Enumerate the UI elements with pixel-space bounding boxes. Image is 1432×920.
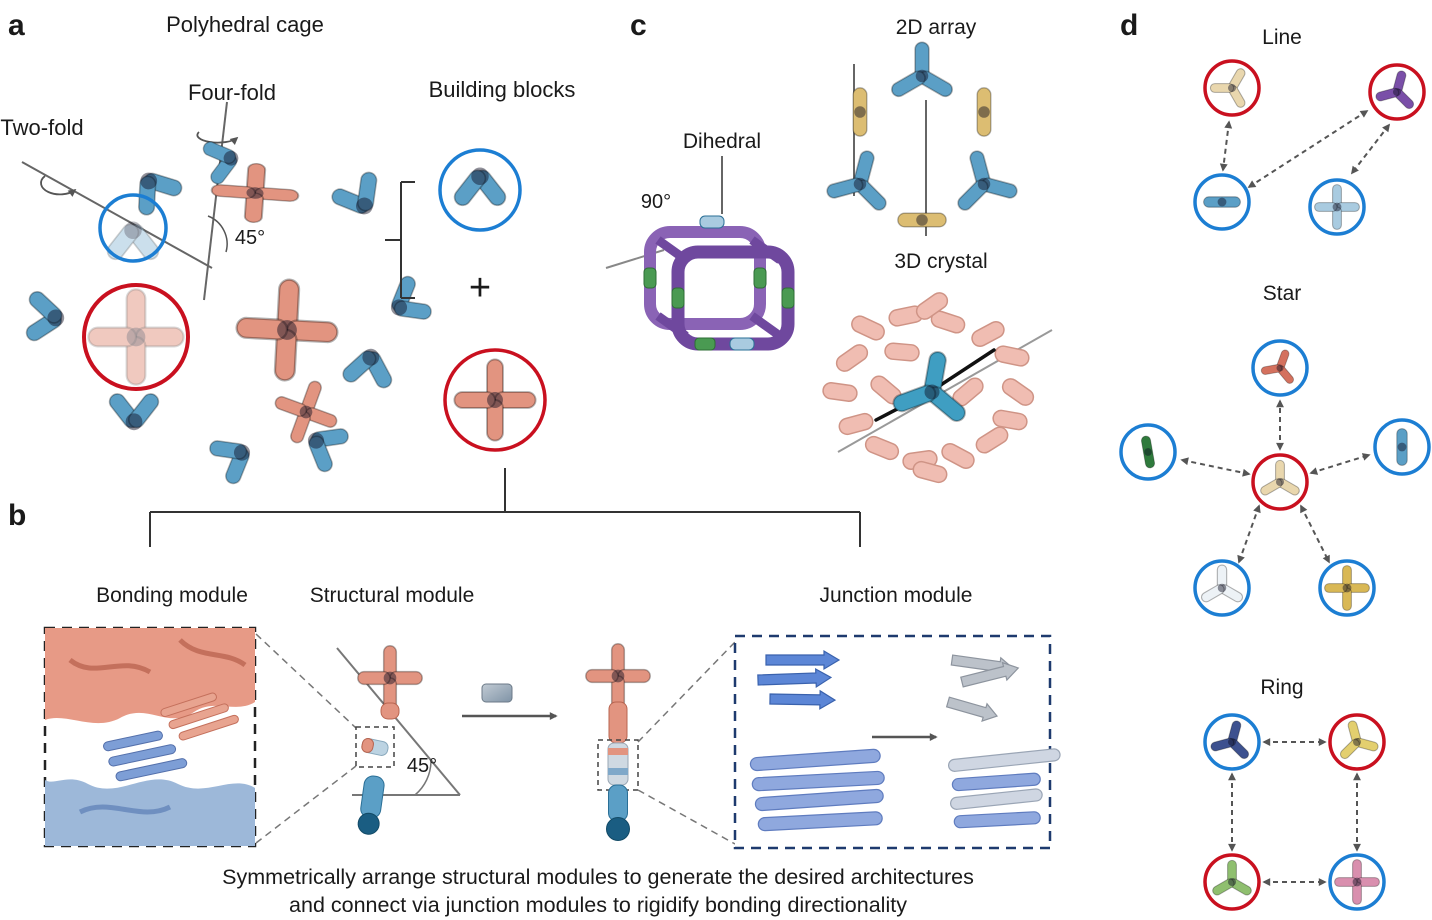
junction-block-icon — [481, 683, 513, 703]
blue-strands — [103, 730, 188, 782]
star-node-bottom-left — [1193, 559, 1251, 617]
panel-d-label: d — [1120, 9, 1138, 42]
yellow-connector-icon — [976, 87, 992, 137]
pink-cylinder-cluster — [822, 292, 1035, 484]
four-fold-label: Four-fold — [188, 80, 276, 105]
angle-arc — [207, 215, 228, 253]
star-center-node — [1251, 453, 1309, 511]
building-block-twofold-circle — [438, 148, 522, 232]
2d-array-illustration — [821, 41, 1023, 236]
ring-diagram — [1203, 713, 1386, 911]
blue-twofold-icon — [1203, 196, 1241, 208]
assembled-module-illustration — [585, 643, 651, 841]
3d-crystal-illustration — [822, 292, 1053, 484]
salmon-cross-icon — [232, 275, 342, 385]
panel-a-label: a — [8, 9, 25, 42]
ring-node-3 — [1203, 853, 1261, 911]
four-fold-axis — [203, 101, 228, 301]
blue-elbow-icon — [105, 389, 163, 432]
line-node-2 — [1368, 63, 1426, 121]
blue-twofold-icon — [1396, 428, 1408, 466]
yellow-connector-icon — [897, 212, 947, 228]
blue-elbow-icon — [202, 424, 264, 492]
star-node-left — [1119, 423, 1177, 481]
panel-a: a Polyhedral cage Four-fold Two-fold 45° — [0, 9, 861, 547]
four-fold-rotation-arrow-icon — [196, 131, 239, 146]
panel-b-label: b — [8, 499, 26, 532]
star-node-bottom-right — [1318, 559, 1376, 617]
red-highlight-circle — [82, 283, 190, 391]
dihedral-label: Dihedral — [683, 130, 761, 153]
panel-c: c 2D array Dihedral 90° — [605, 9, 1053, 484]
star-diagram — [1119, 339, 1431, 617]
building-blocks: Building blocks + — [385, 77, 576, 452]
cage-illustration — [21, 132, 439, 492]
ring-node-1 — [1203, 713, 1261, 771]
assembled-cross-icon — [585, 643, 651, 709]
ring-node-2 — [1328, 713, 1386, 771]
junction-module-label: Junction module — [820, 584, 973, 607]
angle-90-label: 90° — [641, 191, 671, 213]
structural-module-label: Structural module — [310, 584, 475, 607]
star-node-top — [1251, 339, 1309, 397]
dihedral-cage-illustration — [605, 215, 795, 351]
structural-module-illustration: 45° — [336, 645, 461, 835]
connector-bracket — [149, 468, 861, 547]
two-fold-rotation-arrow-icon — [40, 175, 77, 197]
blue-elbow-icon — [324, 164, 394, 229]
blue-hub-icon — [942, 142, 1023, 216]
blue-elbow-icon — [21, 286, 68, 347]
two-fold-label: Two-fold — [0, 115, 83, 140]
faded-salmon-cross-icon — [87, 288, 185, 386]
caption-line-2: and connect via junction modules to rigi… — [289, 893, 907, 917]
two-fold-axis — [21, 161, 213, 269]
blue-highlight-circle — [98, 193, 168, 263]
blue-elbow-icon — [120, 157, 190, 223]
bracket — [385, 181, 415, 299]
junction-module-illustration — [749, 649, 1061, 832]
blue-elbow-icon — [337, 342, 401, 394]
structural-cross-icon — [357, 645, 423, 711]
line-node-4 — [1308, 178, 1366, 236]
line-node-1 — [1203, 58, 1262, 117]
panel-b: b Bonding module Structural module Junct… — [8, 499, 1061, 917]
star-node-right — [1373, 418, 1431, 476]
line-diagram — [1193, 58, 1426, 236]
building-blocks-title: Building blocks — [429, 77, 576, 102]
plus-sign: + — [469, 267, 491, 309]
blue-hub-icon — [888, 41, 956, 100]
blue-elbow-icon — [377, 268, 439, 336]
blue-hub-icon — [821, 142, 902, 216]
salmon-strands — [160, 692, 239, 741]
polyhedral-cage-title: Polyhedral cage — [166, 12, 324, 37]
angle-45-label-a: 45° — [235, 227, 265, 249]
structural-zoom-box — [355, 726, 395, 768]
panel-d: d Line Star — [1119, 9, 1431, 911]
ring-node-4 — [1328, 853, 1386, 911]
blue-terminal-icon — [357, 775, 385, 835]
yellow-connector-icon — [852, 87, 868, 137]
star-title: Star — [1263, 282, 1302, 305]
panel-c-label: c — [630, 9, 647, 42]
bonding-module-label: Bonding module — [96, 584, 248, 607]
junction-fragment-icon — [361, 737, 389, 756]
bonding-module-illustration — [45, 628, 255, 846]
line-node-3 — [1193, 173, 1251, 231]
2d-array-label: 2D array — [896, 16, 977, 39]
line-title: Line — [1262, 26, 1302, 49]
3d-crystal-label: 3D crystal — [894, 250, 987, 273]
ring-title: Ring — [1260, 676, 1303, 699]
angle-45-label-b: 45° — [407, 755, 437, 777]
caption-line-1: Symmetrically arrange structural modules… — [222, 865, 974, 889]
